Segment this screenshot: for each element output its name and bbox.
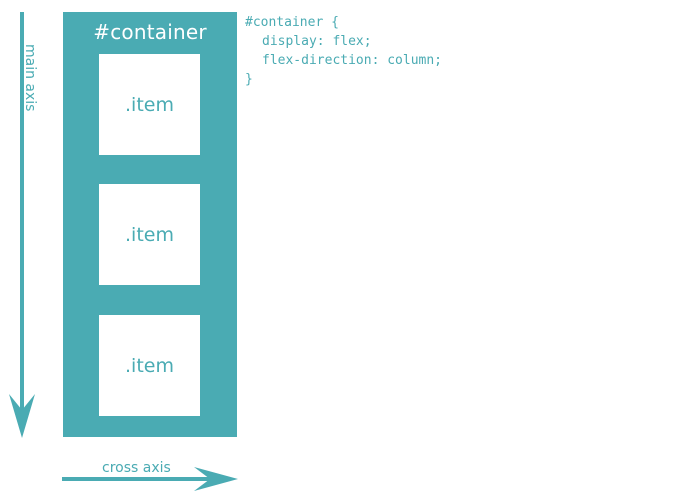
code-line-flex-direction: flex-direction: column;	[262, 53, 443, 68]
css-code-block: #container { display: flex; flex-directi…	[245, 13, 442, 89]
cross-axis-arrow	[62, 467, 238, 491]
flex-container: #container .item .item .item	[63, 12, 237, 437]
flex-item: .item	[99, 315, 200, 416]
flex-item: .item	[99, 54, 200, 155]
code-line-closing-brace: }	[245, 72, 253, 87]
code-line-selector: #container {	[245, 15, 339, 30]
main-axis-label: main axis	[22, 44, 38, 112]
main-axis-arrow	[9, 12, 35, 438]
main-axis-arrow-head	[9, 394, 35, 438]
code-line-display: display: flex;	[262, 34, 372, 49]
container-title: #container	[93, 20, 207, 44]
cross-axis-arrow-head	[194, 467, 238, 491]
cross-axis-label: cross axis	[102, 460, 171, 476]
flex-item: .item	[99, 184, 200, 285]
